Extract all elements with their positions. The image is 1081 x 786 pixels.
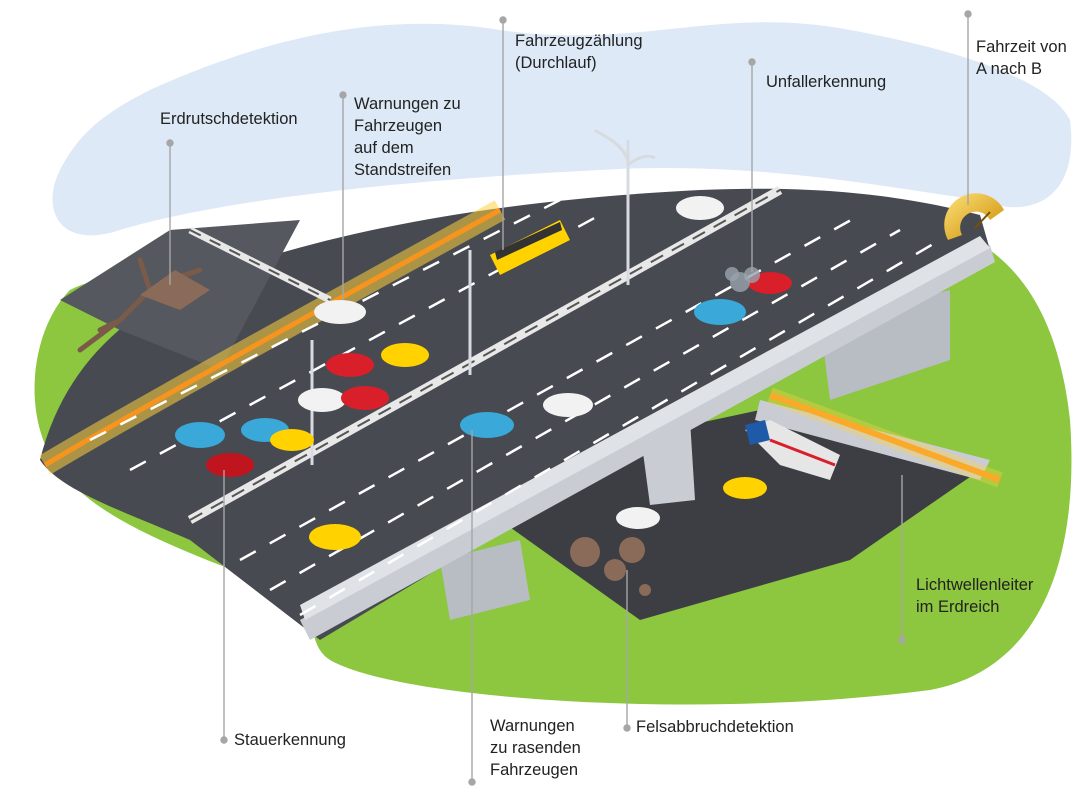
label-rockfall-detection: Felsabbruchdetektion — [636, 718, 794, 736]
label-travel-time: Fahrzeit von A nach B — [976, 36, 1067, 80]
bus — [490, 220, 570, 275]
label-line: Warnungen zu — [354, 95, 461, 113]
underpass-shoulder — [755, 400, 990, 480]
cars — [175, 196, 792, 550]
label-traffic-jam-detection: Stauerkennung — [234, 731, 346, 749]
label-line: Fahrzeugzählung — [515, 32, 643, 50]
label-accident-detection: Unfallerkennung — [766, 73, 887, 91]
label-line: Fahrzeugen — [354, 117, 443, 135]
label-line: Standstreifen — [354, 161, 452, 179]
crash-smoke-icon — [725, 267, 760, 292]
label-line: im Erdreich — [916, 598, 1000, 616]
label-line: (Durchlauf) — [515, 54, 597, 72]
underpass-fiber — [768, 392, 1002, 483]
bridge-pillar — [440, 540, 530, 620]
label-landslide-detection: Erdrutschdetektion — [160, 110, 298, 128]
bridge-deck-side — [300, 245, 995, 640]
label-line: Fahrzeit von — [976, 38, 1067, 56]
label-line: A nach B — [976, 60, 1043, 78]
street-lamp-icon — [310, 128, 656, 465]
rock-icon — [570, 537, 651, 596]
label-speeding-warning: Warnungen zu rasenden Fahrzeugen — [490, 715, 581, 781]
label-line: Fahrzeugen — [490, 761, 579, 779]
cloud-background — [52, 22, 1072, 236]
gauge-icon — [944, 193, 1004, 240]
label-line: auf dem — [354, 139, 414, 157]
highway-asphalt — [40, 188, 990, 640]
label-vehicle-counting: Fahrzeugzählung (Durchlauf) — [515, 30, 643, 74]
label-shoulder-warning: Warnungen zu Fahrzeugen auf dem Standstr… — [354, 93, 461, 181]
label-line: Lichtwellenleiter — [916, 576, 1034, 594]
tanker-truck — [745, 420, 840, 480]
label-line: Warnungen — [490, 717, 575, 735]
label-line: zu rasenden — [490, 739, 581, 757]
label-fiber-optic: Lichtwellenleiter im Erdreich — [916, 574, 1033, 618]
